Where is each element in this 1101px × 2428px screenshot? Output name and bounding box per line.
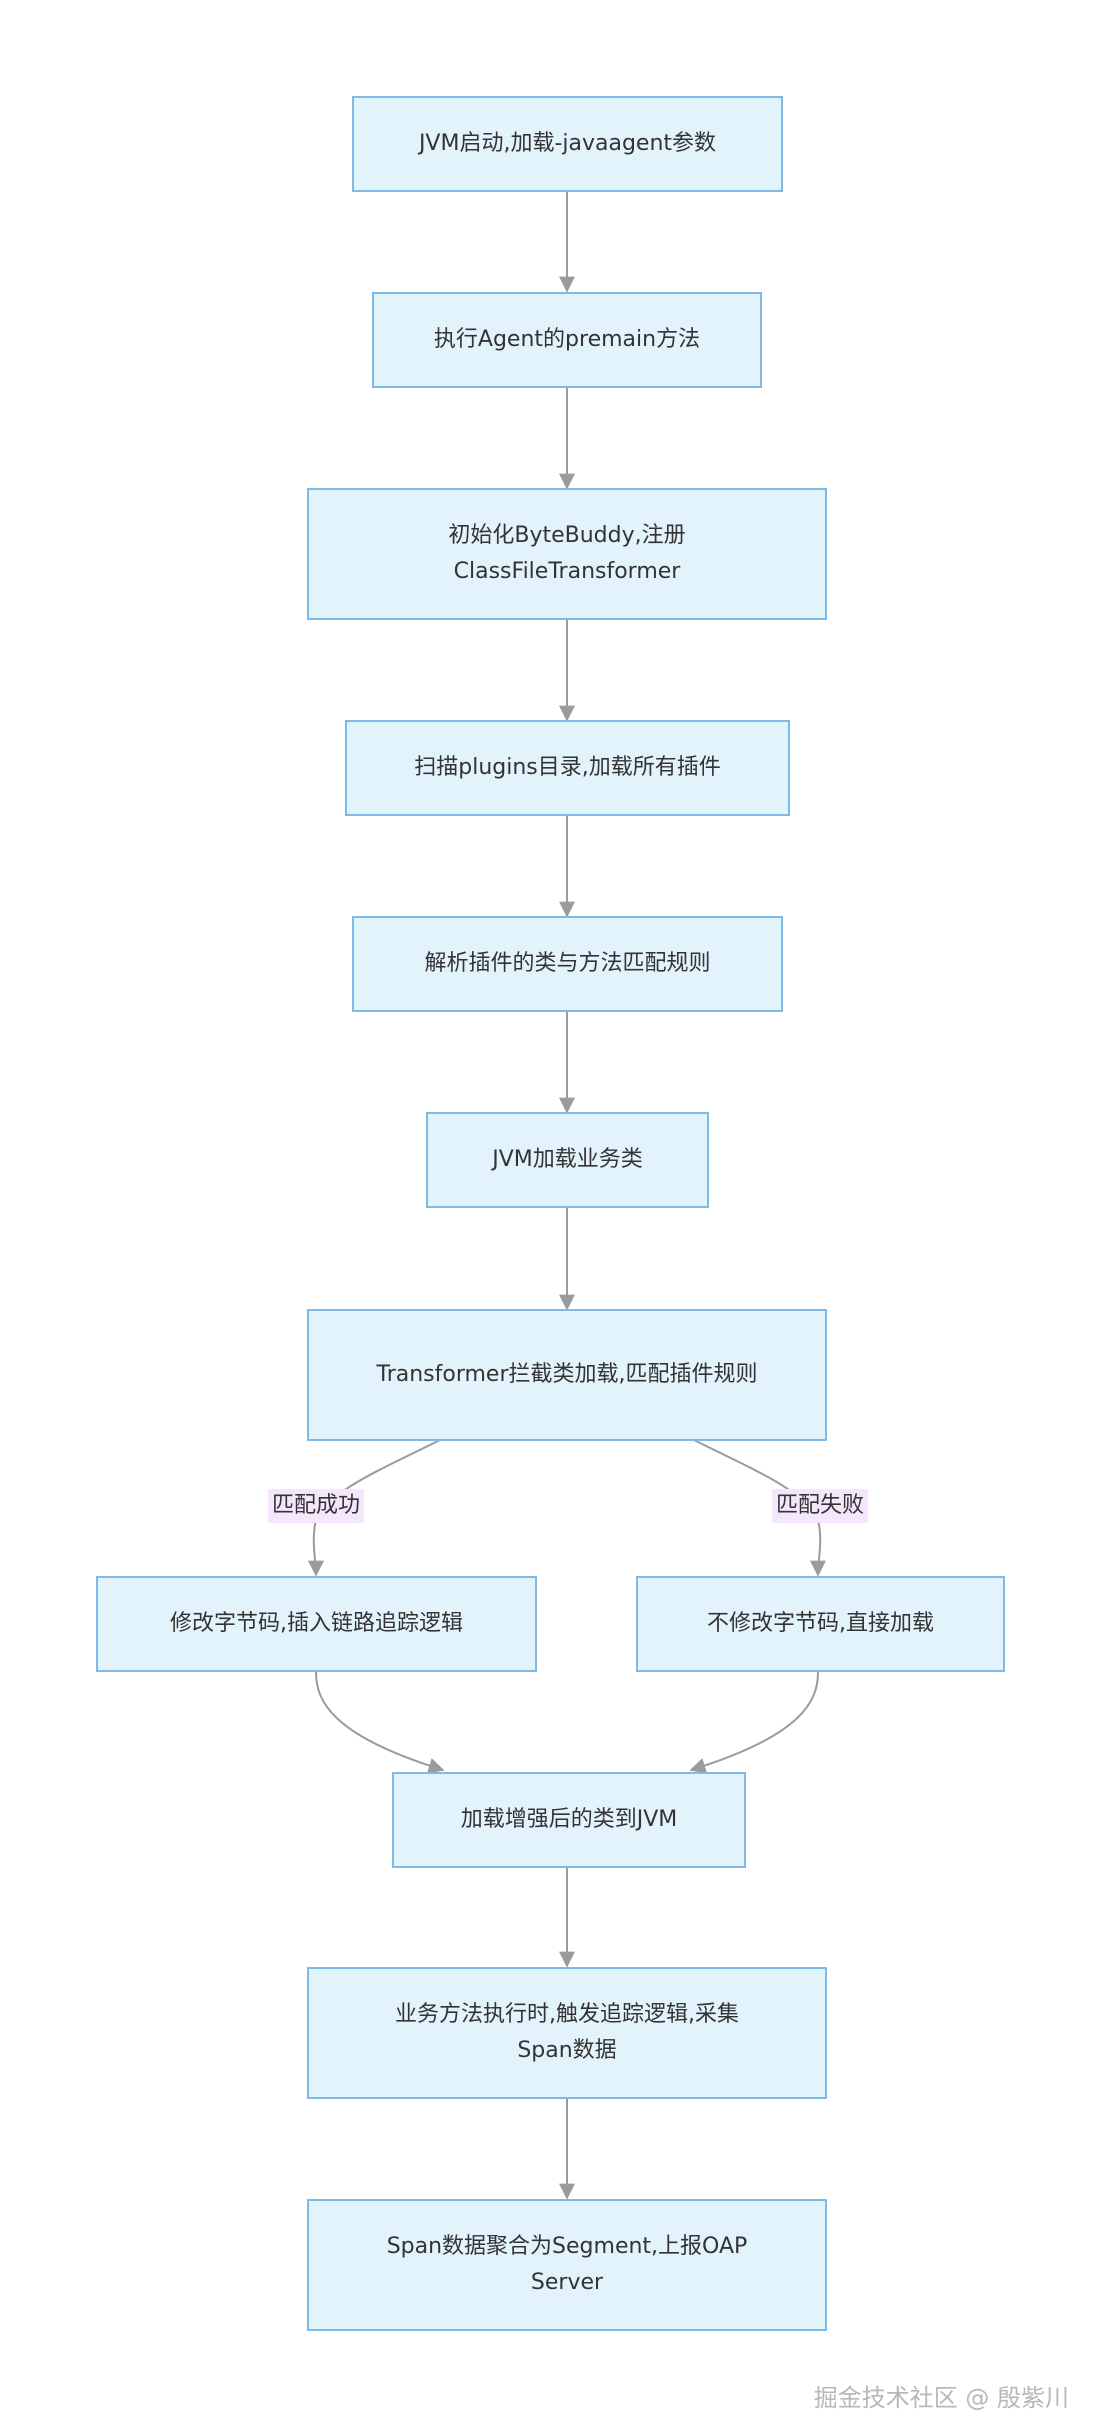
edge-label-match-fail: 匹配失败 bbox=[772, 1489, 868, 1523]
node-scan-plugins: 扫描plugins目录,加载所有插件 bbox=[345, 720, 790, 816]
node-report-oap: Span数据聚合为Segment,上报OAP Server bbox=[307, 2199, 827, 2331]
watermark: 掘金技术社区 @ 殷紫川 bbox=[813, 2384, 1069, 2412]
node-modify-bytecode: 修改字节码,插入链路追踪逻辑 bbox=[96, 1576, 537, 1672]
node-load-enhanced: 加载增强后的类到JVM bbox=[392, 1772, 746, 1868]
node-parse-rules: 解析插件的类与方法匹配规则 bbox=[352, 916, 783, 1012]
node-no-modify: 不修改字节码,直接加载 bbox=[636, 1576, 1005, 1672]
node-transformer-intercept: Transformer拦截类加载,匹配插件规则 bbox=[307, 1309, 827, 1441]
node-execute-trace: 业务方法执行时,触发追踪逻辑,采集Span数据 bbox=[307, 1967, 827, 2099]
edge-nomodify-to-loadenhanced bbox=[689, 1671, 819, 1774]
node-load-biz-class: JVM加载业务类 bbox=[426, 1112, 709, 1208]
edge-label-match-success: 匹配成功 bbox=[268, 1489, 364, 1523]
node-premain: 执行Agent的premain方法 bbox=[372, 292, 762, 388]
node-init-bytebuddy: 初始化ByteBuddy,注册ClassFileTransformer bbox=[307, 488, 827, 620]
node-jvm-start: JVM启动,加载-javaagent参数 bbox=[352, 96, 783, 192]
edge-modify-to-loadenhanced bbox=[315, 1671, 445, 1774]
